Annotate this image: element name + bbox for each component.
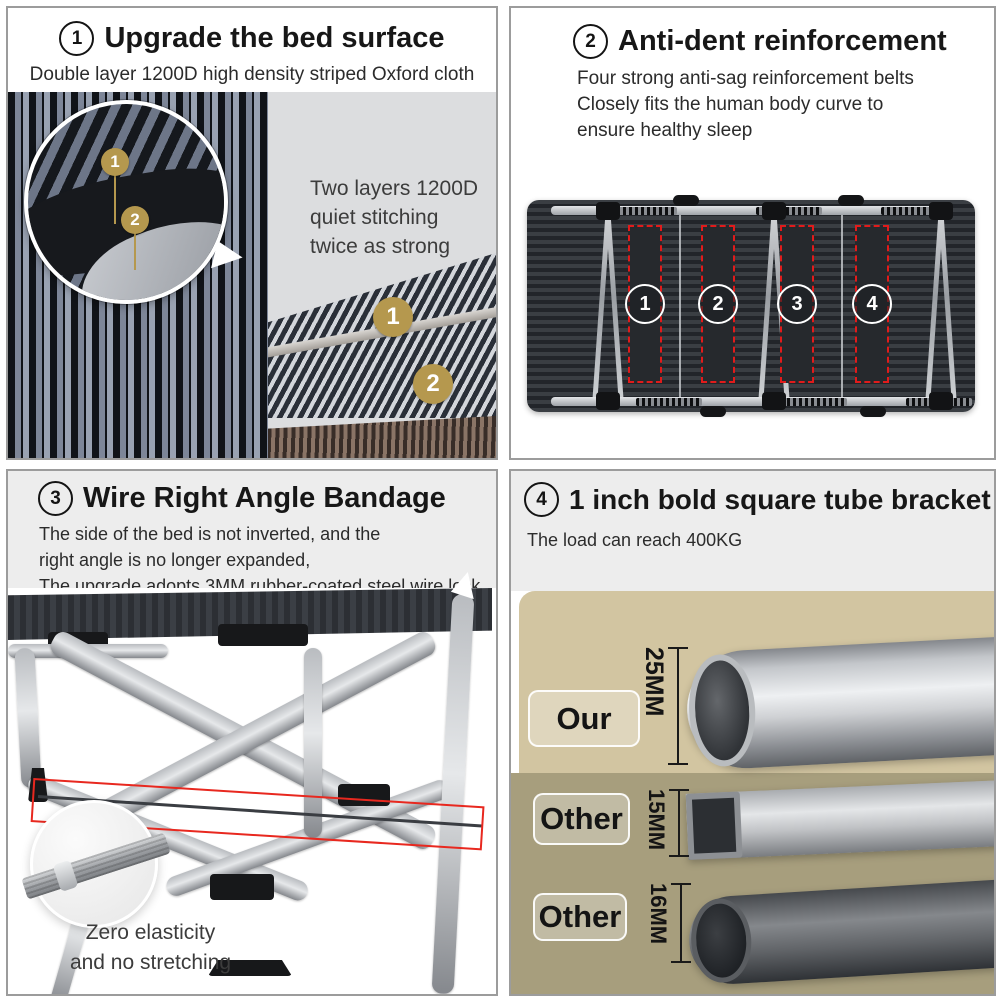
reinforcement-belt-3: 3: [777, 225, 817, 383]
layer-1-badge: 1: [373, 297, 413, 337]
stitched-fabric-image: [268, 253, 496, 418]
panel4-title-row: 4 1 inch bold square tube bracket: [524, 482, 991, 517]
frame-clip: [929, 202, 953, 220]
hinge-block: [210, 874, 274, 900]
rail-rib: [611, 207, 677, 215]
wire-sleeve: [52, 859, 79, 892]
fabric-photo: Two layers 1200D quiet stitching twice a…: [8, 92, 496, 458]
our-label: Our: [528, 690, 640, 747]
other-square-tube-image: [685, 780, 994, 860]
folded-foot: [860, 406, 886, 417]
fabric-underside-image: [268, 416, 496, 458]
folding-leg: [925, 206, 957, 406]
circled-number-2-icon: 2: [573, 24, 608, 59]
callout-1-badge: 1: [101, 148, 129, 176]
rail-rib: [756, 207, 822, 215]
folding-leg: [592, 206, 624, 406]
panel4-subtitle: The load can reach 400KG: [527, 530, 743, 550]
panel3-subtitle-line1: The side of the bed is not inverted, and…: [39, 524, 381, 544]
callout-line-2: [134, 232, 136, 270]
panel3-title-row: 3 Wire Right Angle Bandage: [38, 481, 446, 516]
belt-4-number: 4: [852, 284, 892, 324]
caption-line-2: and no stretching: [69, 951, 232, 974]
circled-number-1-icon: 1: [59, 21, 95, 56]
frame-clip: [596, 202, 620, 220]
rail-rib: [881, 207, 947, 215]
wire-zoom-bubble: [21, 800, 171, 928]
wire-closeup-tube: [21, 832, 171, 900]
callout-2-badge: 2: [121, 206, 149, 234]
wire-caption: Zero elasticity and no stretching: [38, 918, 263, 978]
hinge-block: [338, 784, 390, 806]
dimension-16mm: 16MM: [645, 883, 691, 963]
panel2-title: Anti-dent reinforcement: [618, 25, 947, 57]
panel1-subtitle: Double layer 1200D high density striped …: [29, 64, 475, 85]
dimension-line: [669, 789, 689, 857]
panel2-subtitle-line3: ensure healthy sleep: [577, 120, 753, 141]
panel3-title: Wire Right Angle Bandage: [83, 482, 446, 514]
belt-1-number: 1: [625, 284, 665, 324]
bed-top-view-image: 1 2 3 4: [527, 195, 975, 417]
our-tube-image: [684, 636, 994, 772]
panel2-title-row: 2 Anti-dent reinforcement: [573, 24, 947, 59]
panel3-header: 3 Wire Right Angle Bandage The side of t…: [8, 471, 496, 596]
folded-foot: [700, 406, 726, 417]
dimension-25mm: 25MM: [639, 647, 688, 765]
frame-clip: [929, 392, 953, 410]
frame-strut: [304, 648, 322, 838]
frame-bracket: [218, 624, 308, 646]
panel2-subtitle-line1: Four strong anti-sag reinforcement belts: [577, 68, 914, 89]
frame-leg: [14, 647, 42, 789]
reinforcement-belt-1: 1: [625, 225, 665, 383]
note-line-1: Two layers 1200D: [310, 177, 479, 200]
caption-line-1: Zero elasticity: [85, 921, 216, 944]
dimension-15mm-label: 15MM: [644, 789, 669, 851]
panel-wire-bandage: 3 Wire Right Angle Bandage The side of t…: [6, 469, 498, 996]
dimension-line: [668, 647, 688, 765]
panel-anti-dent: 2 Anti-dent reinforcement Four strong an…: [509, 6, 996, 460]
panel-tube-bracket: 4 1 inch bold square tube bracket The lo…: [509, 469, 996, 996]
rail-rib: [636, 398, 702, 406]
rail-rib: [781, 398, 847, 406]
other-label-1: Other: [533, 793, 630, 845]
panel-upgrade-bed-surface: 1 Upgrade the bed surface Double layer 1…: [6, 6, 498, 460]
dimension-line: [671, 883, 691, 963]
other-label-2: Other: [533, 893, 627, 941]
folded-foot: [838, 195, 864, 206]
fabric-note-panel: Two layers 1200D quiet stitching twice a…: [268, 92, 496, 458]
other-round-tube-image: [686, 879, 994, 987]
panel1-title: Upgrade the bed surface: [104, 22, 445, 54]
note-line-2: quiet stitching: [310, 206, 439, 229]
foot-base: [208, 960, 292, 976]
frame-underside-image: Zero elasticity and no stretching: [8, 568, 496, 994]
dimension-16mm-label: 16MM: [646, 883, 671, 945]
layer-2-badge: 2: [413, 364, 453, 404]
magnifier-circle: 1 2: [24, 100, 228, 304]
panel3-subtitle-line2: right angle is no longer expanded,: [39, 550, 311, 570]
note-line-3: twice as strong: [310, 235, 451, 258]
circled-number-3-icon: 3: [38, 481, 73, 516]
frame-clip: [762, 202, 786, 220]
dimension-25mm-label: 25MM: [640, 647, 668, 717]
panel4-header: 4 1 inch bold square tube bracket The lo…: [511, 471, 994, 591]
support-rod: [841, 210, 843, 402]
dimension-15mm: 15MM: [643, 789, 689, 857]
belt-3-number: 3: [777, 284, 817, 324]
circled-number-4-icon: 4: [524, 482, 559, 517]
tube-opening: [685, 791, 743, 860]
fabric-note-text: Two layers 1200D quiet stitching twice a…: [310, 174, 478, 261]
frame-clip: [762, 392, 786, 410]
support-rod: [679, 210, 681, 402]
belt-2-number: 2: [698, 284, 738, 324]
foot-left: [28, 768, 48, 802]
panel4-title: 1 inch bold square tube bracket: [569, 483, 991, 515]
panel2-subtitle-line2: Closely fits the human body curve to: [577, 94, 884, 115]
panel1-title-row: 1 Upgrade the bed surface: [8, 21, 496, 56]
frame-clip: [596, 392, 620, 410]
callout-line-1: [114, 174, 116, 224]
reinforcement-belt-4: 4: [852, 225, 892, 383]
frame-rail-top: [551, 206, 951, 215]
folded-foot: [673, 195, 699, 206]
reinforcement-belt-2: 2: [698, 225, 738, 383]
